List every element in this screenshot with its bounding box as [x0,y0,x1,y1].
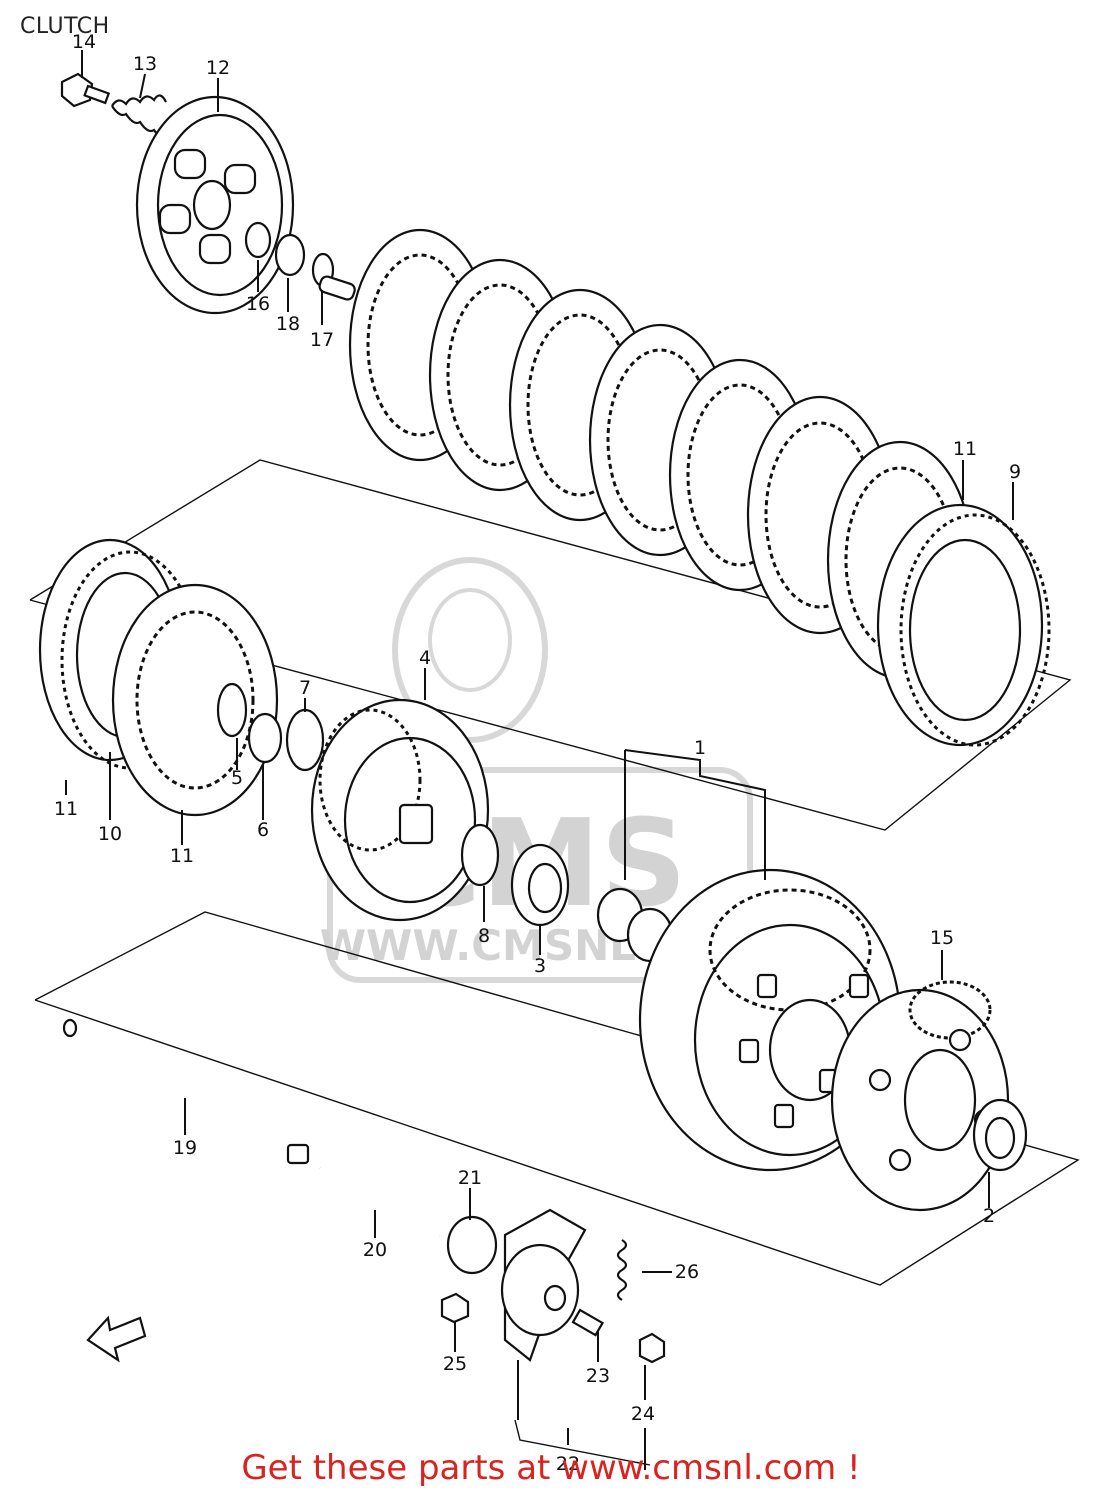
callout-17: 17 [310,329,334,351]
callout-6: 6 [257,819,269,841]
assembly-guide-lines [29,459,1080,1466]
callout-11-mid: 11 [170,845,194,867]
callout-24: 24 [631,1403,655,1425]
callout-8: 8 [478,925,490,947]
part-2-washer [972,1098,1028,1172]
callout-2: 2 [983,1205,995,1227]
callout-4: 4 [419,647,431,669]
cmsnl-parts-link[interactable]: Get these parts at www.cmsnl.com ! [241,1448,861,1488]
part-22-release-mechanism [500,1208,587,1362]
callout-15: 15 [930,927,954,949]
callout-1: 1 [694,737,706,759]
part-14-bolt [60,72,111,108]
leader-lines [65,50,1014,1470]
part-6-lock-washer [247,712,283,764]
callout-7: 7 [299,677,311,699]
part-3-needle-bearing [510,843,570,927]
callout-9: 9 [1009,461,1021,483]
callout-5: 5 [231,767,243,789]
callout-3: 3 [534,955,546,977]
callout-25: 25 [443,1353,467,1375]
part-26-return-spring [616,1239,628,1301]
part-5-spacer [216,682,248,738]
callout-14: 14 [72,31,96,53]
part-18-bearing [274,233,306,277]
part-7-washer [285,708,325,772]
part-4-sleeve-hub [310,698,490,922]
callout-20: 20 [363,1239,387,1261]
part-24-nut [638,1332,666,1364]
callout-labels: 14 13 12 16 18 17 11 9 7 4 1 11 10 11 5 … [54,31,1021,1475]
clutch-plate-stack [348,228,1051,747]
part-25-bolt [440,1292,470,1324]
callout-18: 18 [276,313,300,335]
callout-12: 12 [206,57,230,79]
callout-10: 10 [98,823,122,845]
callout-11-left: 11 [54,798,78,820]
callout-13: 13 [133,53,157,75]
part-17-push-piece [311,252,356,301]
part-12-pressure-plate [135,95,295,315]
part-19-push-rod [62,1018,310,1165]
part-21-oil-seal [446,1215,498,1275]
part-20-push-rod [318,1164,442,1240]
part-8-thrust-washer [460,823,500,887]
callout-19: 19 [173,1137,197,1159]
callout-21: 21 [458,1167,482,1189]
callout-16: 16 [246,293,270,315]
part-23-adjust-screw [571,1308,605,1337]
front-arrow-icon [86,1315,147,1363]
page-title: CLUTCH [20,14,110,39]
callout-11-top: 11 [953,438,977,460]
part-16-washer [244,221,272,259]
callout-26: 26 [675,1261,699,1283]
callout-23: 23 [586,1365,610,1387]
callout-22: 22 [556,1453,580,1475]
